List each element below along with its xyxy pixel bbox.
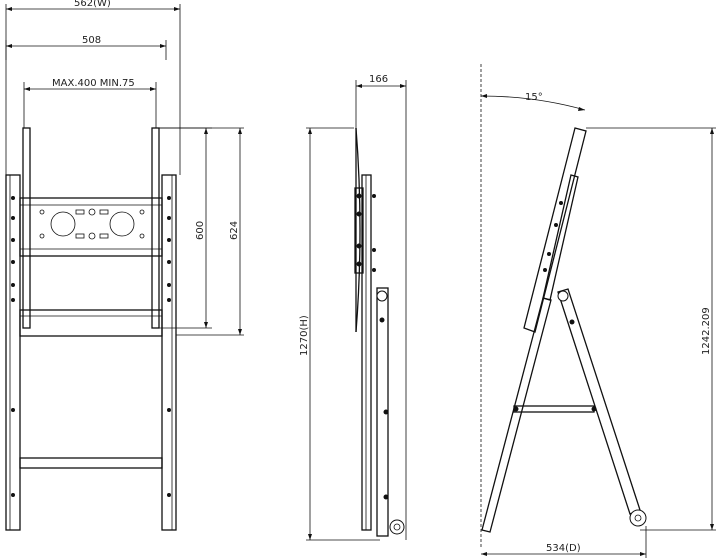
- base-depth-dimension: 534(D): [481, 526, 647, 558]
- right-mounting-arm: [151, 127, 160, 329]
- upright-height-dimension: 624: [159, 127, 244, 336]
- overall-height-label: 1270(H): [299, 315, 310, 356]
- bracket-height-dimension: 600: [159, 127, 212, 329]
- tilt-angle-label: 15°: [525, 92, 543, 103]
- vesa-dimension: MAX.400 MIN.75: [23, 78, 157, 128]
- tilted-crossbar: [513, 405, 595, 413]
- side-wheel: [389, 519, 405, 535]
- left-mounting-arm: [22, 127, 31, 329]
- wall-bracket-plate: [19, 197, 163, 257]
- tilted-view: 15° 1242.209: [480, 64, 716, 558]
- tilted-front-leg: [481, 297, 552, 533]
- base-depth-label: 534(D): [546, 543, 581, 554]
- depth-dimension: 166: [355, 74, 407, 540]
- overall-height-dimension: 1270(H): [299, 127, 380, 541]
- column-span-label: 508: [82, 35, 101, 46]
- upright-height-label: 624: [229, 221, 240, 240]
- column-bolts: [11, 196, 171, 497]
- tilted-display: [523, 127, 587, 333]
- display-panel-side: [355, 127, 361, 333]
- bracket-height-label: 600: [195, 221, 206, 240]
- depth-label: 166: [369, 74, 388, 85]
- column-span-dimension: 508: [5, 35, 167, 60]
- upper-crossbar: [19, 309, 163, 337]
- vesa-label: MAX.400 MIN.75: [52, 78, 135, 89]
- side-view: 166 1270(H): [299, 74, 407, 541]
- front-view: 562(W) 508 MAX.400 MIN.75: [5, 0, 244, 531]
- left-upright: [5, 174, 21, 531]
- tilted-wheel: [629, 509, 647, 527]
- tilted-height-dimension: 1242.209: [586, 127, 716, 531]
- tilted-height-label: 1242.209: [701, 307, 712, 355]
- tilt-angle-dimension: 15°: [480, 92, 586, 111]
- lower-crossbar: [19, 457, 163, 469]
- overall-width-dimension: 562(W): [5, 0, 181, 175]
- side-column: [361, 174, 372, 531]
- overall-width-label: 562(W): [74, 0, 111, 9]
- right-upright: [161, 174, 177, 531]
